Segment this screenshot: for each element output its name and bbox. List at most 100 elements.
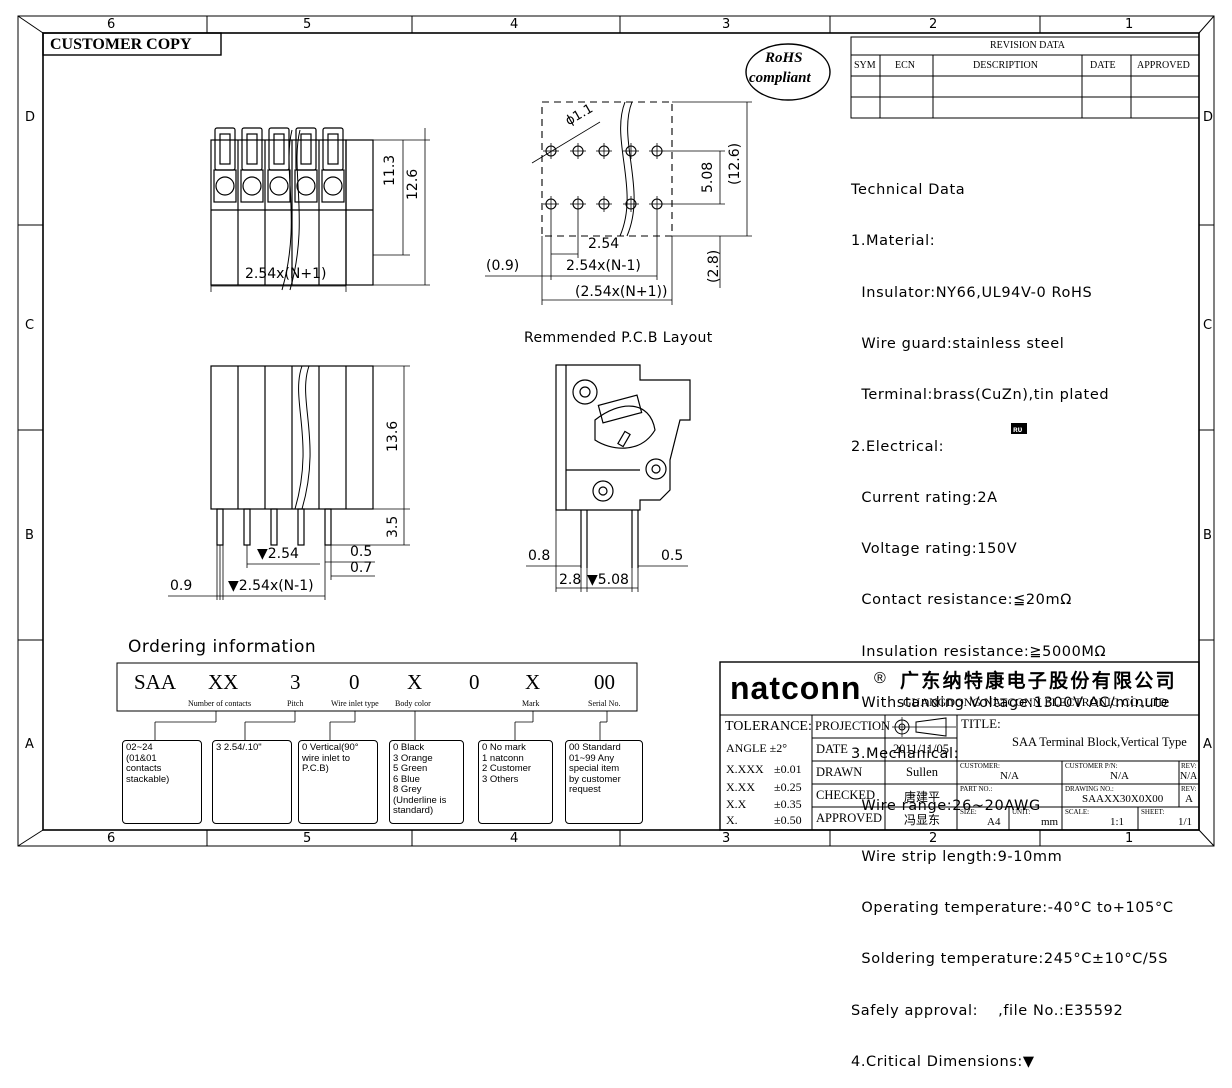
dim-side-0-9: 0.9 <box>170 578 193 594</box>
ul-mark: ʀᴜ <box>1011 423 1027 434</box>
row-label-b-right: B <box>1203 528 1212 543</box>
col-label-3-bottom: 3 <box>722 831 731 846</box>
option-box-mark: 0 No mark 1 natconn 2 Customer 3 Others <box>478 740 553 824</box>
label-wire-inlet-type: Wire inlet type <box>331 699 379 708</box>
revision-title: REVISION DATA <box>990 40 1066 51</box>
dim-section-2-8: 2.8 <box>559 572 582 588</box>
tolerance-xxx-value: ±0.01 <box>774 762 802 776</box>
code-contacts: XX <box>208 670 239 694</box>
tech-approval-label: Safely approval: <box>851 1002 979 1019</box>
customer-pn-label: CUSTOMER P/N: <box>1065 762 1118 770</box>
pcb-hole-view <box>485 101 752 305</box>
tech-line: Current rating:2A <box>851 489 998 506</box>
ordering-title: Ordering information <box>128 637 317 657</box>
customer-value: N/A <box>1000 770 1019 782</box>
checked-value: 唐建平 <box>904 790 941 804</box>
rev-label-1: REV: <box>1181 762 1197 770</box>
size-label: SIZE: <box>960 808 977 816</box>
tech-line: Safely approval: ,file No.:E35592 <box>851 1003 1174 1020</box>
front-view <box>210 127 430 292</box>
row-label-a: A <box>25 737 34 752</box>
col-label-3: 3 <box>722 17 731 32</box>
tolerance-xx-value: ±0.25 <box>774 780 802 794</box>
rev-value-1: N/A <box>1180 771 1198 782</box>
code-mark: X <box>525 670 541 694</box>
tech-line: Contact resistance:≦20mΩ <box>851 592 1072 609</box>
sheet-value: 1/1 <box>1178 816 1193 828</box>
customer-copy-label: CUSTOMER COPY <box>50 36 192 53</box>
ordering-frame <box>116 662 638 740</box>
unit-value: mm <box>1041 816 1059 828</box>
tolerance-x0-value: ±0.50 <box>774 813 802 827</box>
drawn-value: Sullen <box>906 765 938 779</box>
customer-pn-value: N/A <box>1110 770 1129 782</box>
brand-registered: ® <box>874 670 886 687</box>
dim-front-width: 2.54x(N+1) <box>245 266 327 282</box>
dim-side-0-5: 0.5 <box>350 544 373 560</box>
rev-col-date: DATE <box>1090 60 1116 71</box>
tolerance-xx: X.XX <box>726 780 755 794</box>
tech-approval-file: ,file No.:E35592 <box>998 1002 1124 1019</box>
tolerance-x-value: ±0.35 <box>774 797 802 811</box>
rev-col-sym: SYM <box>854 60 876 71</box>
code-wire-inlet: 0 <box>349 670 360 694</box>
date-label: DATE <box>816 742 848 756</box>
sheet-label: SHEET: <box>1141 808 1165 816</box>
dim-pcb-2-8: (2.8) <box>706 249 722 283</box>
drawn-label: DRAWN <box>816 765 863 779</box>
option-box-pitch: 3 2.54/.10" <box>212 740 292 824</box>
tech-line: Insulator:NY66,UL94V-0 RoHS <box>851 284 1093 301</box>
tolerance-x0: X. <box>726 813 738 827</box>
label-pitch: Pitch <box>287 699 304 708</box>
option-box-body-color: 0 Black 3 Orange 5 Green 6 Blue 8 Grey (… <box>389 740 464 824</box>
label-mark: Mark <box>522 699 540 708</box>
rev-col-ecn: ECN <box>895 60 915 71</box>
label-number-of-contacts: Number of contacts <box>188 699 252 708</box>
rev-label-2: REV: <box>1181 785 1197 793</box>
row-label-d-right: D <box>1203 110 1214 125</box>
dim-side-0-7: 0.7 <box>350 560 373 576</box>
rev-col-approved: APPROVED <box>1137 60 1190 71</box>
rev-col-description: DESCRIPTION <box>973 60 1039 71</box>
dim-side-13-6: 13.6 <box>385 420 401 452</box>
customer-copy-box <box>42 32 222 56</box>
tech-line: 4.Critical Dimensions:▼ <box>851 1053 1035 1070</box>
part-no-label: PART NO.: <box>960 785 993 793</box>
frame <box>17 15 1215 847</box>
brand-logo: natconn <box>730 670 862 706</box>
tech-line: Soldering temperature:245°C±10°C/5S <box>851 951 1169 968</box>
date-value: 2011/11/05 <box>893 742 950 756</box>
technical-data: Technical Data 1.Material: Insulator:NY6… <box>851 148 1174 1088</box>
dim-section-0-8: 0.8 <box>528 548 551 564</box>
dim-side-3-5: 3.5 <box>385 515 401 538</box>
col-label-2: 2 <box>929 17 938 32</box>
size-value: A4 <box>987 816 1001 828</box>
projection-label: PROJECTION <box>815 719 891 733</box>
row-label-c: C <box>25 318 35 333</box>
scale-value: 1:1 <box>1110 816 1125 828</box>
dim-pcb-5-08: 5.08 <box>700 161 716 193</box>
col-label-5: 5 <box>303 17 312 32</box>
row-label-c-right: C <box>1203 318 1213 333</box>
tech-line: Withstanding Voltage:1300V AC/minute <box>851 695 1171 711</box>
drawing-title: SAA Terminal Block,Vertical Type <box>1012 735 1187 749</box>
tech-line: 2.Electrical: <box>851 438 945 455</box>
tech-line: Wire strip length:9-10mm <box>851 848 1063 865</box>
scale-label: SCALE: <box>1065 808 1090 816</box>
code-saa: SAA <box>134 670 177 694</box>
section-view <box>526 364 691 592</box>
row-label-b: B <box>25 528 34 543</box>
option-box-wire-inlet: 0 Vertical(90° wire inlet to P.C.B) <box>298 740 378 824</box>
option-box-serial: 00 Standard 01~99 Any special item by cu… <box>565 740 643 824</box>
revision-table <box>850 36 1200 119</box>
dim-pcb-n-minus-1: 2.54x(N-1) <box>566 258 641 274</box>
row-label-d: D <box>25 110 36 125</box>
tolerance-xxx: X.XXX <box>726 762 764 776</box>
rev-value-2: A <box>1185 793 1193 805</box>
unit-label: UNIT: <box>1012 808 1031 816</box>
tech-line: Terminal:brass(CuZn),tin plated <box>851 387 1110 404</box>
tech-line: Insulation resistance:≧5000MΩ <box>851 643 1107 660</box>
dim-side-2-54: ▼2.54 <box>257 546 299 562</box>
dim-side-n-minus-1: ▼2.54x(N-1) <box>228 578 314 594</box>
code-zero: 0 <box>469 670 480 694</box>
